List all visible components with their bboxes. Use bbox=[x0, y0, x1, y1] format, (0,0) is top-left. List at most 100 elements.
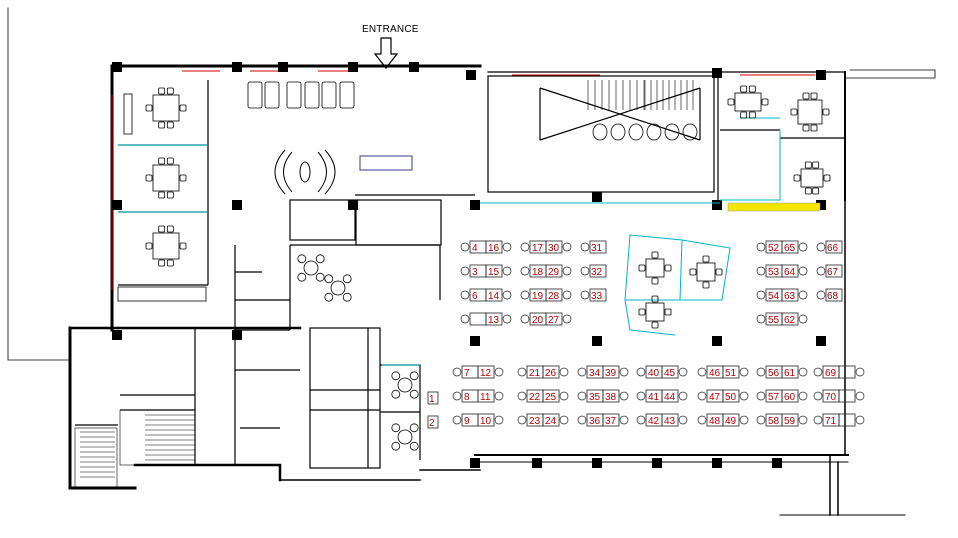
desk-number: 20 bbox=[532, 315, 544, 326]
cabinet bbox=[123, 93, 133, 135]
desk-number: 11 bbox=[480, 392, 491, 403]
column-18 bbox=[592, 336, 602, 346]
sofa-5 bbox=[339, 81, 355, 109]
interior-walls bbox=[75, 75, 845, 469]
desk-pod-ul-3: 13 bbox=[460, 312, 512, 326]
meeting-tables bbox=[145, 85, 831, 451]
meeting-table-4 bbox=[727, 85, 769, 119]
desk-number: 27 bbox=[548, 315, 560, 326]
desk-number: 36 bbox=[589, 416, 601, 427]
desk-number: 28 bbox=[548, 291, 560, 302]
column-3 bbox=[348, 62, 358, 72]
desk-number: 21 bbox=[529, 368, 541, 379]
desk-number: 15 bbox=[488, 267, 500, 278]
desk-number: 66 bbox=[827, 243, 839, 254]
desk-number: 41 bbox=[648, 392, 660, 403]
column-21 bbox=[470, 458, 480, 468]
meeting-table-1 bbox=[145, 87, 187, 129]
desk-number: 43 bbox=[664, 416, 676, 427]
desk-number: 16 bbox=[488, 243, 500, 254]
desk-number: 68 bbox=[827, 291, 839, 302]
column-17 bbox=[470, 336, 480, 346]
desk-single: 67 bbox=[816, 264, 843, 278]
desk-number: 50 bbox=[725, 392, 737, 403]
desk-pod-ul-0: 4 16 bbox=[460, 240, 512, 254]
desk-number: 63 bbox=[784, 291, 796, 302]
desk-number: 64 bbox=[784, 267, 796, 278]
sofa-4 bbox=[321, 81, 337, 109]
lounge-chair bbox=[628, 123, 644, 141]
column-9 bbox=[232, 200, 242, 210]
desk-number: 25 bbox=[545, 392, 557, 403]
desk-number: 67 bbox=[827, 267, 839, 278]
desk-number: 18 bbox=[532, 267, 544, 278]
desk-number: 6 bbox=[472, 291, 478, 302]
desk-pod-ul-1: 3 15 bbox=[460, 264, 512, 278]
column-5 bbox=[466, 70, 476, 80]
desk-number: 31 bbox=[591, 243, 603, 254]
desk-number: 35 bbox=[589, 392, 601, 403]
desk-single: 31 bbox=[580, 240, 607, 254]
desk-number: 48 bbox=[709, 416, 721, 427]
reception-feature bbox=[274, 149, 413, 195]
desk-number: 61 bbox=[784, 368, 796, 379]
desk-number: 53 bbox=[768, 267, 780, 278]
column-2 bbox=[278, 62, 288, 72]
desk-number: 19 bbox=[532, 291, 544, 302]
threshold-strip bbox=[117, 202, 821, 302]
stair-well bbox=[74, 427, 118, 489]
column-11 bbox=[470, 200, 480, 210]
desk-number: 54 bbox=[768, 291, 780, 302]
desk-number: 10 bbox=[480, 416, 492, 427]
desk-number: 52 bbox=[768, 243, 780, 254]
column-4 bbox=[409, 62, 419, 72]
desk-number: 4 bbox=[472, 243, 478, 254]
desk-number: 56 bbox=[768, 368, 780, 379]
desk-pod-ul-2: 6 14 bbox=[460, 288, 512, 302]
meeting-table-5 bbox=[790, 92, 830, 132]
column-15 bbox=[112, 330, 122, 340]
sofa-3 bbox=[304, 81, 320, 109]
round-table-4 bbox=[391, 423, 419, 451]
desk-number: 14 bbox=[488, 291, 500, 302]
desk-number: 32 bbox=[591, 267, 603, 278]
desk-number: 13 bbox=[488, 315, 500, 326]
desk-number: 40 bbox=[648, 368, 660, 379]
column-19 bbox=[712, 336, 722, 346]
desk-number: 23 bbox=[529, 416, 541, 427]
sofa-1 bbox=[264, 81, 280, 109]
round-table-1 bbox=[297, 254, 325, 282]
desk-single: 2 bbox=[427, 415, 439, 429]
column-20 bbox=[816, 336, 826, 346]
desk-number: 39 bbox=[605, 368, 617, 379]
meeting-table-7 bbox=[638, 251, 672, 285]
column-22 bbox=[532, 458, 542, 468]
desk-pod-lower-6-1: 70 bbox=[813, 389, 865, 403]
desk-pod-lower-6-0: 69 bbox=[813, 365, 865, 379]
desk-number: 60 bbox=[784, 392, 796, 403]
desk-number: 3 bbox=[472, 267, 478, 278]
outer-walls bbox=[7, 7, 936, 516]
meeting-table-6 bbox=[793, 161, 831, 195]
column-8 bbox=[112, 200, 122, 210]
desk-number: 22 bbox=[529, 392, 541, 403]
column-12 bbox=[592, 192, 602, 202]
lounge-chair bbox=[682, 123, 698, 141]
entrance-arrow-icon bbox=[373, 37, 399, 69]
desk-pod-lower-6-2: 71 bbox=[813, 413, 865, 427]
